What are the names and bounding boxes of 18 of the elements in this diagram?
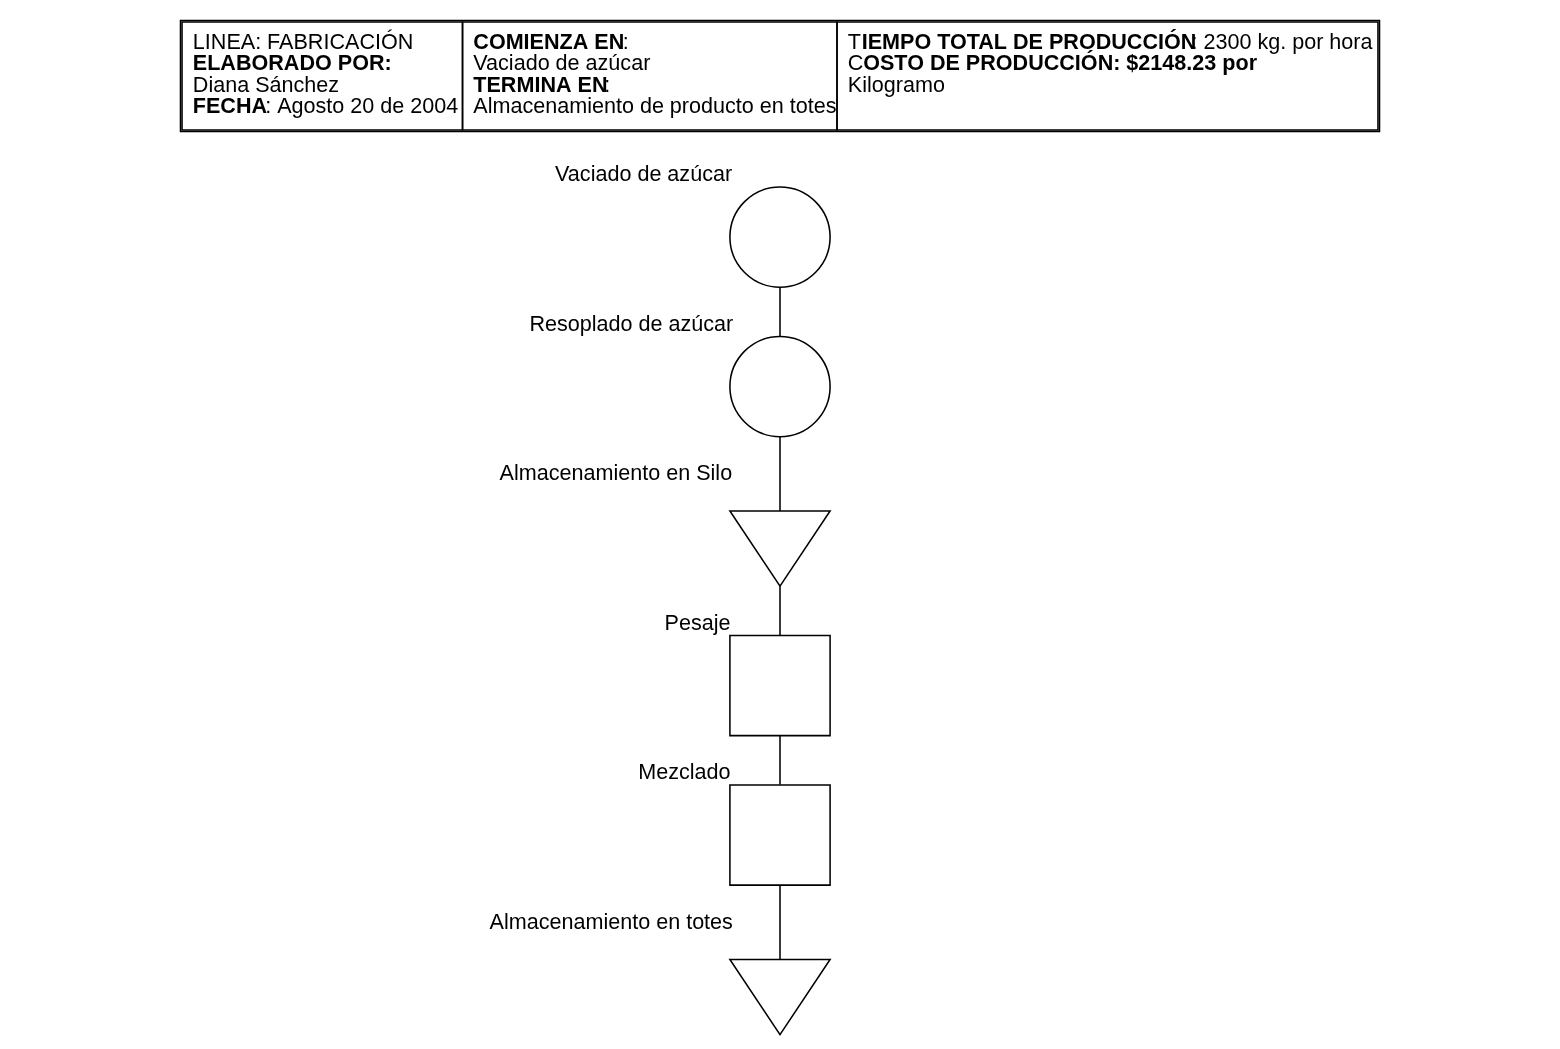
node-label: Almacenamiento en Silo xyxy=(499,460,733,486)
connector xyxy=(779,436,781,512)
node-label: Almacenamiento en totes xyxy=(489,908,733,934)
connector xyxy=(779,735,781,786)
node-box xyxy=(729,634,831,737)
connector xyxy=(779,286,781,337)
node-box xyxy=(729,784,831,886)
connector xyxy=(779,884,781,961)
node-label: Resoplado de azúcar xyxy=(529,310,734,336)
node-circle xyxy=(729,335,831,438)
connector xyxy=(779,585,781,636)
node-label: Pesaje xyxy=(664,609,731,635)
label: COSTO DE PRODUCCIÓN: $2148.23 por Kilogramo xyxy=(847,50,1258,97)
node-triangle xyxy=(728,510,832,588)
node-circle xyxy=(729,186,831,288)
node-label: Vaciado de azúcar xyxy=(555,161,733,187)
node-triangle xyxy=(728,958,832,1036)
node-label: Mezclado xyxy=(638,759,731,785)
